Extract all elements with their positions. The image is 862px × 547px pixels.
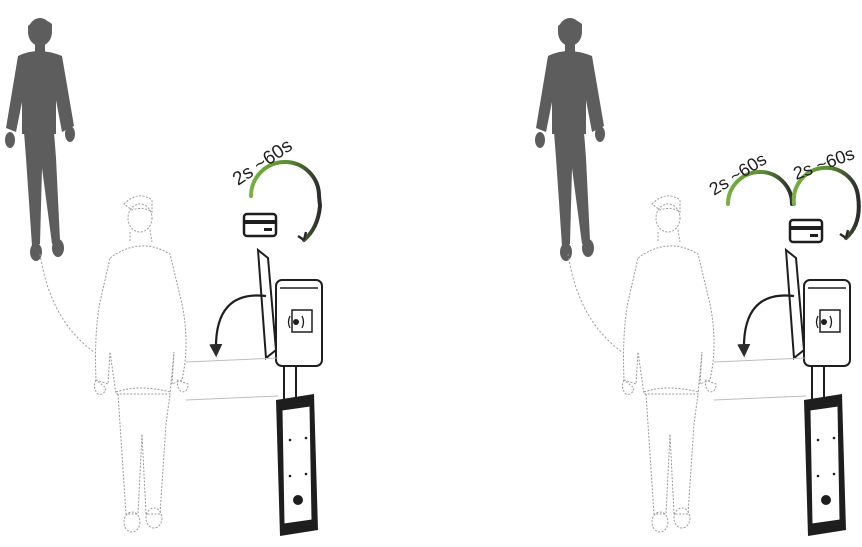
card-icon <box>244 214 276 236</box>
walking-person-solid <box>535 18 605 261</box>
walk-path <box>568 254 622 352</box>
card-icon <box>790 220 822 242</box>
turnstile-unit <box>186 250 322 536</box>
turnstile-unit <box>714 250 850 536</box>
walk-path <box>40 254 94 352</box>
swing-arrow-icon <box>216 295 266 352</box>
walking-person-outline <box>94 196 188 532</box>
swing-arrow-icon <box>744 295 794 352</box>
timer-arc-arrowhead <box>298 232 306 240</box>
timer-arc-arrowhead <box>840 230 848 238</box>
timer-label: 2s ~60s <box>706 149 770 200</box>
panel-double-swipe: 2s ~60s 2s ~60s <box>535 18 859 536</box>
panel-single-swipe: 2s ~60s <box>5 18 322 536</box>
walking-person-outline <box>622 196 716 532</box>
walking-person-solid <box>5 18 75 261</box>
